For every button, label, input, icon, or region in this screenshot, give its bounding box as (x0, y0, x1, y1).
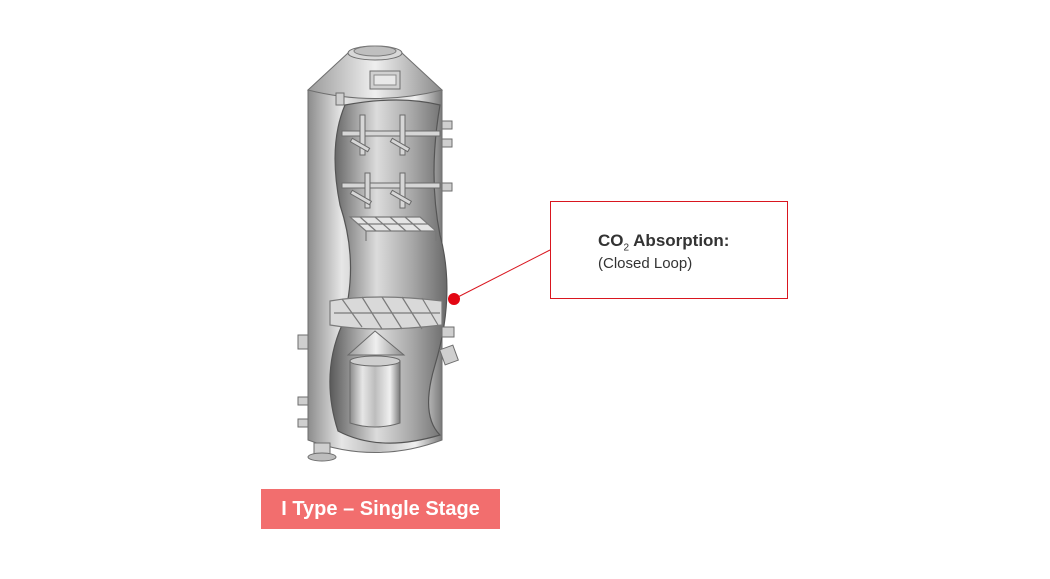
subscript-2: 2 (623, 242, 630, 254)
co-text: CO (598, 231, 624, 250)
absorption-text: Absorption: (629, 231, 730, 250)
scrubber-tower-illustration (297, 45, 459, 462)
type-label: I Type – Single Stage (261, 489, 500, 529)
callout-title: CO2 Absorption: (598, 231, 729, 253)
callout-box: CO2 Absorption: (Closed Loop) (550, 201, 788, 299)
callout-subtitle: (Closed Loop) (598, 255, 693, 272)
